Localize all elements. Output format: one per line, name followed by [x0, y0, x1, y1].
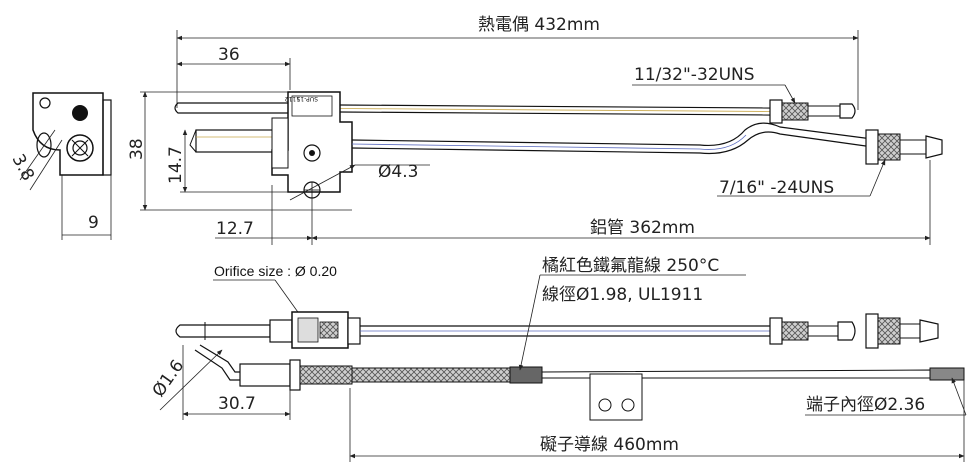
orifice-size-note: Orifice size : Ø 0.20	[214, 263, 337, 279]
wire-color-note: 橘紅色鐵氟龍線 250°C	[542, 256, 719, 276]
terminal-inner-dia-note: 端子內徑Ø2.36	[806, 395, 925, 415]
dim-30-7: 30.7	[218, 394, 256, 414]
side-view	[19, 92, 112, 240]
dim-ignition-wire-460: 礙子導線 460mm	[540, 435, 679, 455]
dim-thermocouple-432: 熱電偶 432mm	[478, 15, 600, 35]
bottom-view	[159, 274, 967, 462]
top-view	[140, 30, 943, 245]
dim-14-7: 14.7	[166, 146, 186, 184]
dim-36: 36	[218, 45, 240, 65]
dim-3-8: 3.8	[8, 151, 38, 184]
dim-aluminum-tube-362: 鋁管 362mm	[590, 218, 695, 238]
dim-1-6: Ø1.6	[149, 356, 189, 401]
thread-label-bottom: 7/16" -24UNS	[719, 178, 834, 198]
model-label-1: 1112	[285, 95, 300, 102]
wire-spec-note: 線徑Ø1.98, UL1911	[542, 285, 703, 305]
dim-hole-4-3: Ø4.3	[378, 162, 418, 182]
thread-label-top: 11/32"-32UNS	[634, 65, 755, 85]
dim-12-7: 12.7	[216, 219, 254, 239]
dim-38: 38	[127, 138, 147, 160]
dim-9: 9	[88, 213, 99, 233]
model-label-2: SUP-15	[296, 95, 318, 102]
